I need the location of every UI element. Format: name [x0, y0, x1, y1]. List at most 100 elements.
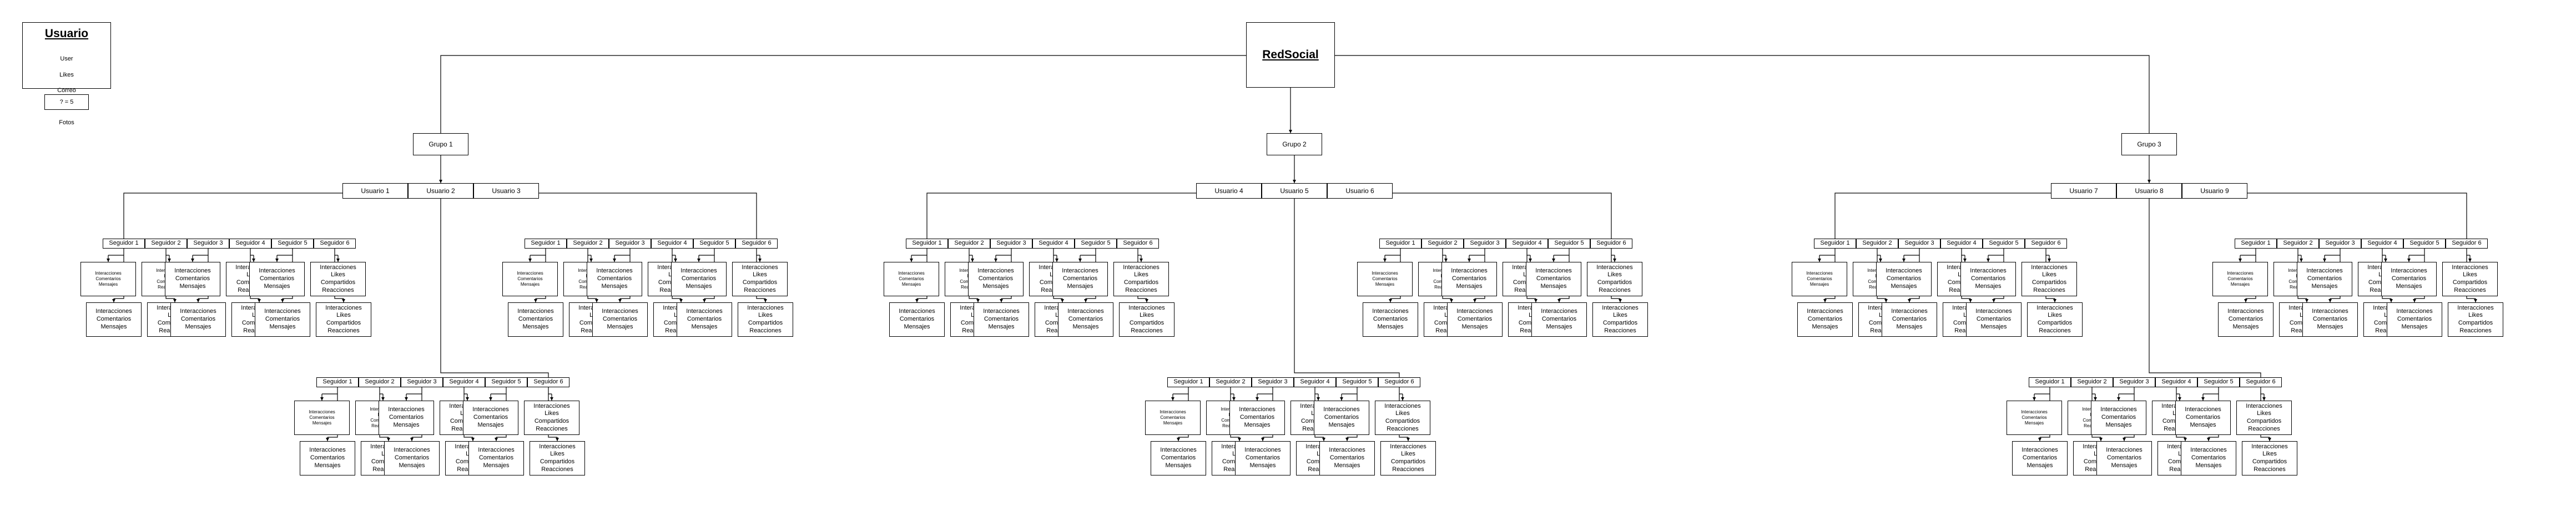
- arrowhead: [107, 259, 110, 262]
- follower-node: Seguidor 3: [401, 377, 443, 387]
- arrowhead: [1879, 259, 1882, 262]
- arrowhead: [2328, 299, 2332, 302]
- arrowhead: [258, 299, 261, 302]
- connector: [334, 249, 338, 256]
- arrowhead: [112, 299, 115, 302]
- connector: [672, 249, 675, 256]
- connector: [2034, 387, 2050, 394]
- connector: [1554, 249, 1570, 256]
- arrowhead: [173, 299, 177, 302]
- arrowhead: [1963, 259, 1967, 262]
- connector: [165, 249, 169, 256]
- interaction-box: Interacciones Likes Compartidos Reaccion…: [1113, 262, 1169, 296]
- interaction-box: Interacciones Comentarios Mensajes: [2381, 262, 2437, 296]
- arrowhead: [613, 259, 616, 262]
- interaction-box: Interacciones Comentarios Mensajes: [379, 401, 434, 435]
- follower-node: Seguidor 4: [229, 239, 271, 249]
- connector: [969, 249, 972, 256]
- arrowhead: [2117, 397, 2120, 401]
- interaction-box: Interacciones Likes Compartidos Reaccion…: [1592, 302, 1648, 337]
- arrowhead: [168, 259, 171, 262]
- interaction-box: Interacciones Comentarios Mensajes: [2297, 262, 2352, 296]
- connector: [1173, 387, 1189, 394]
- arrowhead: [915, 299, 919, 302]
- arrowhead: [764, 299, 767, 302]
- legend-field: Correo: [57, 87, 76, 94]
- follower-node: Seguidor 5: [271, 239, 314, 249]
- connector: [463, 387, 467, 394]
- connector: [2176, 387, 2180, 394]
- connector: [548, 387, 552, 394]
- group-node: Grupo 1: [413, 133, 468, 155]
- arrowhead: [275, 259, 279, 262]
- connector: [2203, 387, 2219, 394]
- arrowhead: [910, 259, 913, 262]
- connector: [1080, 249, 1096, 256]
- interaction-box: Interacciones Comentarios Mensajes: [2096, 441, 2152, 475]
- follower-node: Seguidor 4: [2361, 239, 2403, 249]
- interaction-box: Interacciones Comentarios Mensajes: [2007, 401, 2062, 435]
- follower-node: Seguidor 3: [1252, 377, 1294, 387]
- interaction-box: Interacciones Comentarios Mensajes: [2091, 401, 2146, 435]
- interaction-box: Interacciones Comentarios Mensajes: [502, 262, 558, 296]
- arrowhead: [320, 397, 324, 401]
- interaction-box: Interacciones Comentarios Mensajes: [80, 262, 136, 296]
- connector: [2382, 249, 2386, 256]
- interaction-box: Interacciones Comentarios Mensajes: [1526, 262, 1581, 296]
- arrowhead: [466, 397, 469, 401]
- follower-node: Seguidor 6: [735, 239, 778, 249]
- arrowhead: [471, 438, 475, 441]
- interaction-box: Interacciones Likes Compartidos Reaccion…: [530, 441, 585, 475]
- connector: [108, 249, 124, 256]
- interaction-box: Interacciones Comentarios Mensajes: [1357, 262, 1413, 296]
- arrowhead: [1322, 438, 1325, 441]
- interaction-box: Interacciones Comentarios Mensajes: [1058, 302, 1113, 337]
- arrowhead: [971, 259, 974, 262]
- user-node: Usuario 1: [342, 183, 408, 199]
- arrowhead: [1232, 397, 1236, 401]
- follower-node: Seguidor 6: [2025, 239, 2067, 249]
- arrowhead: [336, 259, 340, 262]
- follower-node: Seguidor 4: [443, 377, 485, 387]
- connector: [2045, 249, 2049, 256]
- arrowhead: [1345, 438, 1349, 441]
- arrowhead: [2178, 397, 2181, 401]
- arrowhead: [528, 259, 532, 262]
- interaction-box: Interacciones Comentarios Mensajes: [587, 262, 642, 296]
- arrowhead: [1401, 397, 1404, 401]
- interaction-box: Interacciones Comentarios Mensajes: [1531, 302, 1587, 337]
- interaction-box: Interacciones Comentarios Mensajes: [884, 262, 939, 296]
- arrowhead: [1908, 299, 1911, 302]
- group-node: Grupo 3: [2121, 133, 2177, 155]
- arrowhead: [387, 438, 390, 441]
- interaction-box: Interacciones Likes Compartidos Reaccion…: [2242, 441, 2297, 475]
- legend-note: ? = 5: [44, 94, 89, 110]
- arrowhead: [2390, 299, 2393, 302]
- follower-node: Seguidor 1: [103, 239, 145, 249]
- connector: [1399, 387, 1403, 394]
- connector: [2260, 387, 2264, 394]
- follower-node: Seguidor 2: [145, 239, 187, 249]
- interaction-box: Interacciones Comentarios Mensajes: [2387, 302, 2442, 337]
- arrowhead: [976, 299, 980, 302]
- connector: [587, 249, 591, 256]
- connector: [2240, 249, 2256, 256]
- connector: [2149, 199, 2261, 377]
- follower-node: Seguidor 5: [1075, 239, 1117, 249]
- connector: [911, 249, 927, 256]
- interaction-box: Interacciones Likes Compartidos Reaccion…: [2027, 302, 2083, 337]
- connector: [1904, 249, 1920, 256]
- interaction-box: Interacciones Comentarios Mensajes: [2012, 441, 2068, 475]
- arrowhead: [381, 397, 385, 401]
- interaction-box: Interacciones Comentarios Mensajes: [86, 302, 142, 337]
- arrowhead: [2323, 259, 2326, 262]
- interaction-box: Interacciones Comentarios Mensajes: [677, 302, 732, 337]
- arrowhead: [758, 259, 762, 262]
- interaction-box: Interacciones Likes Compartidos Reaccion…: [2442, 262, 2498, 296]
- follower-node: Seguidor 5: [1336, 377, 1378, 387]
- follower-node: Seguidor 1: [316, 377, 359, 387]
- interaction-box: Interacciones Likes Compartidos Reaccion…: [2448, 302, 2503, 337]
- connector: [1819, 249, 1836, 256]
- arrowhead: [1140, 259, 1143, 262]
